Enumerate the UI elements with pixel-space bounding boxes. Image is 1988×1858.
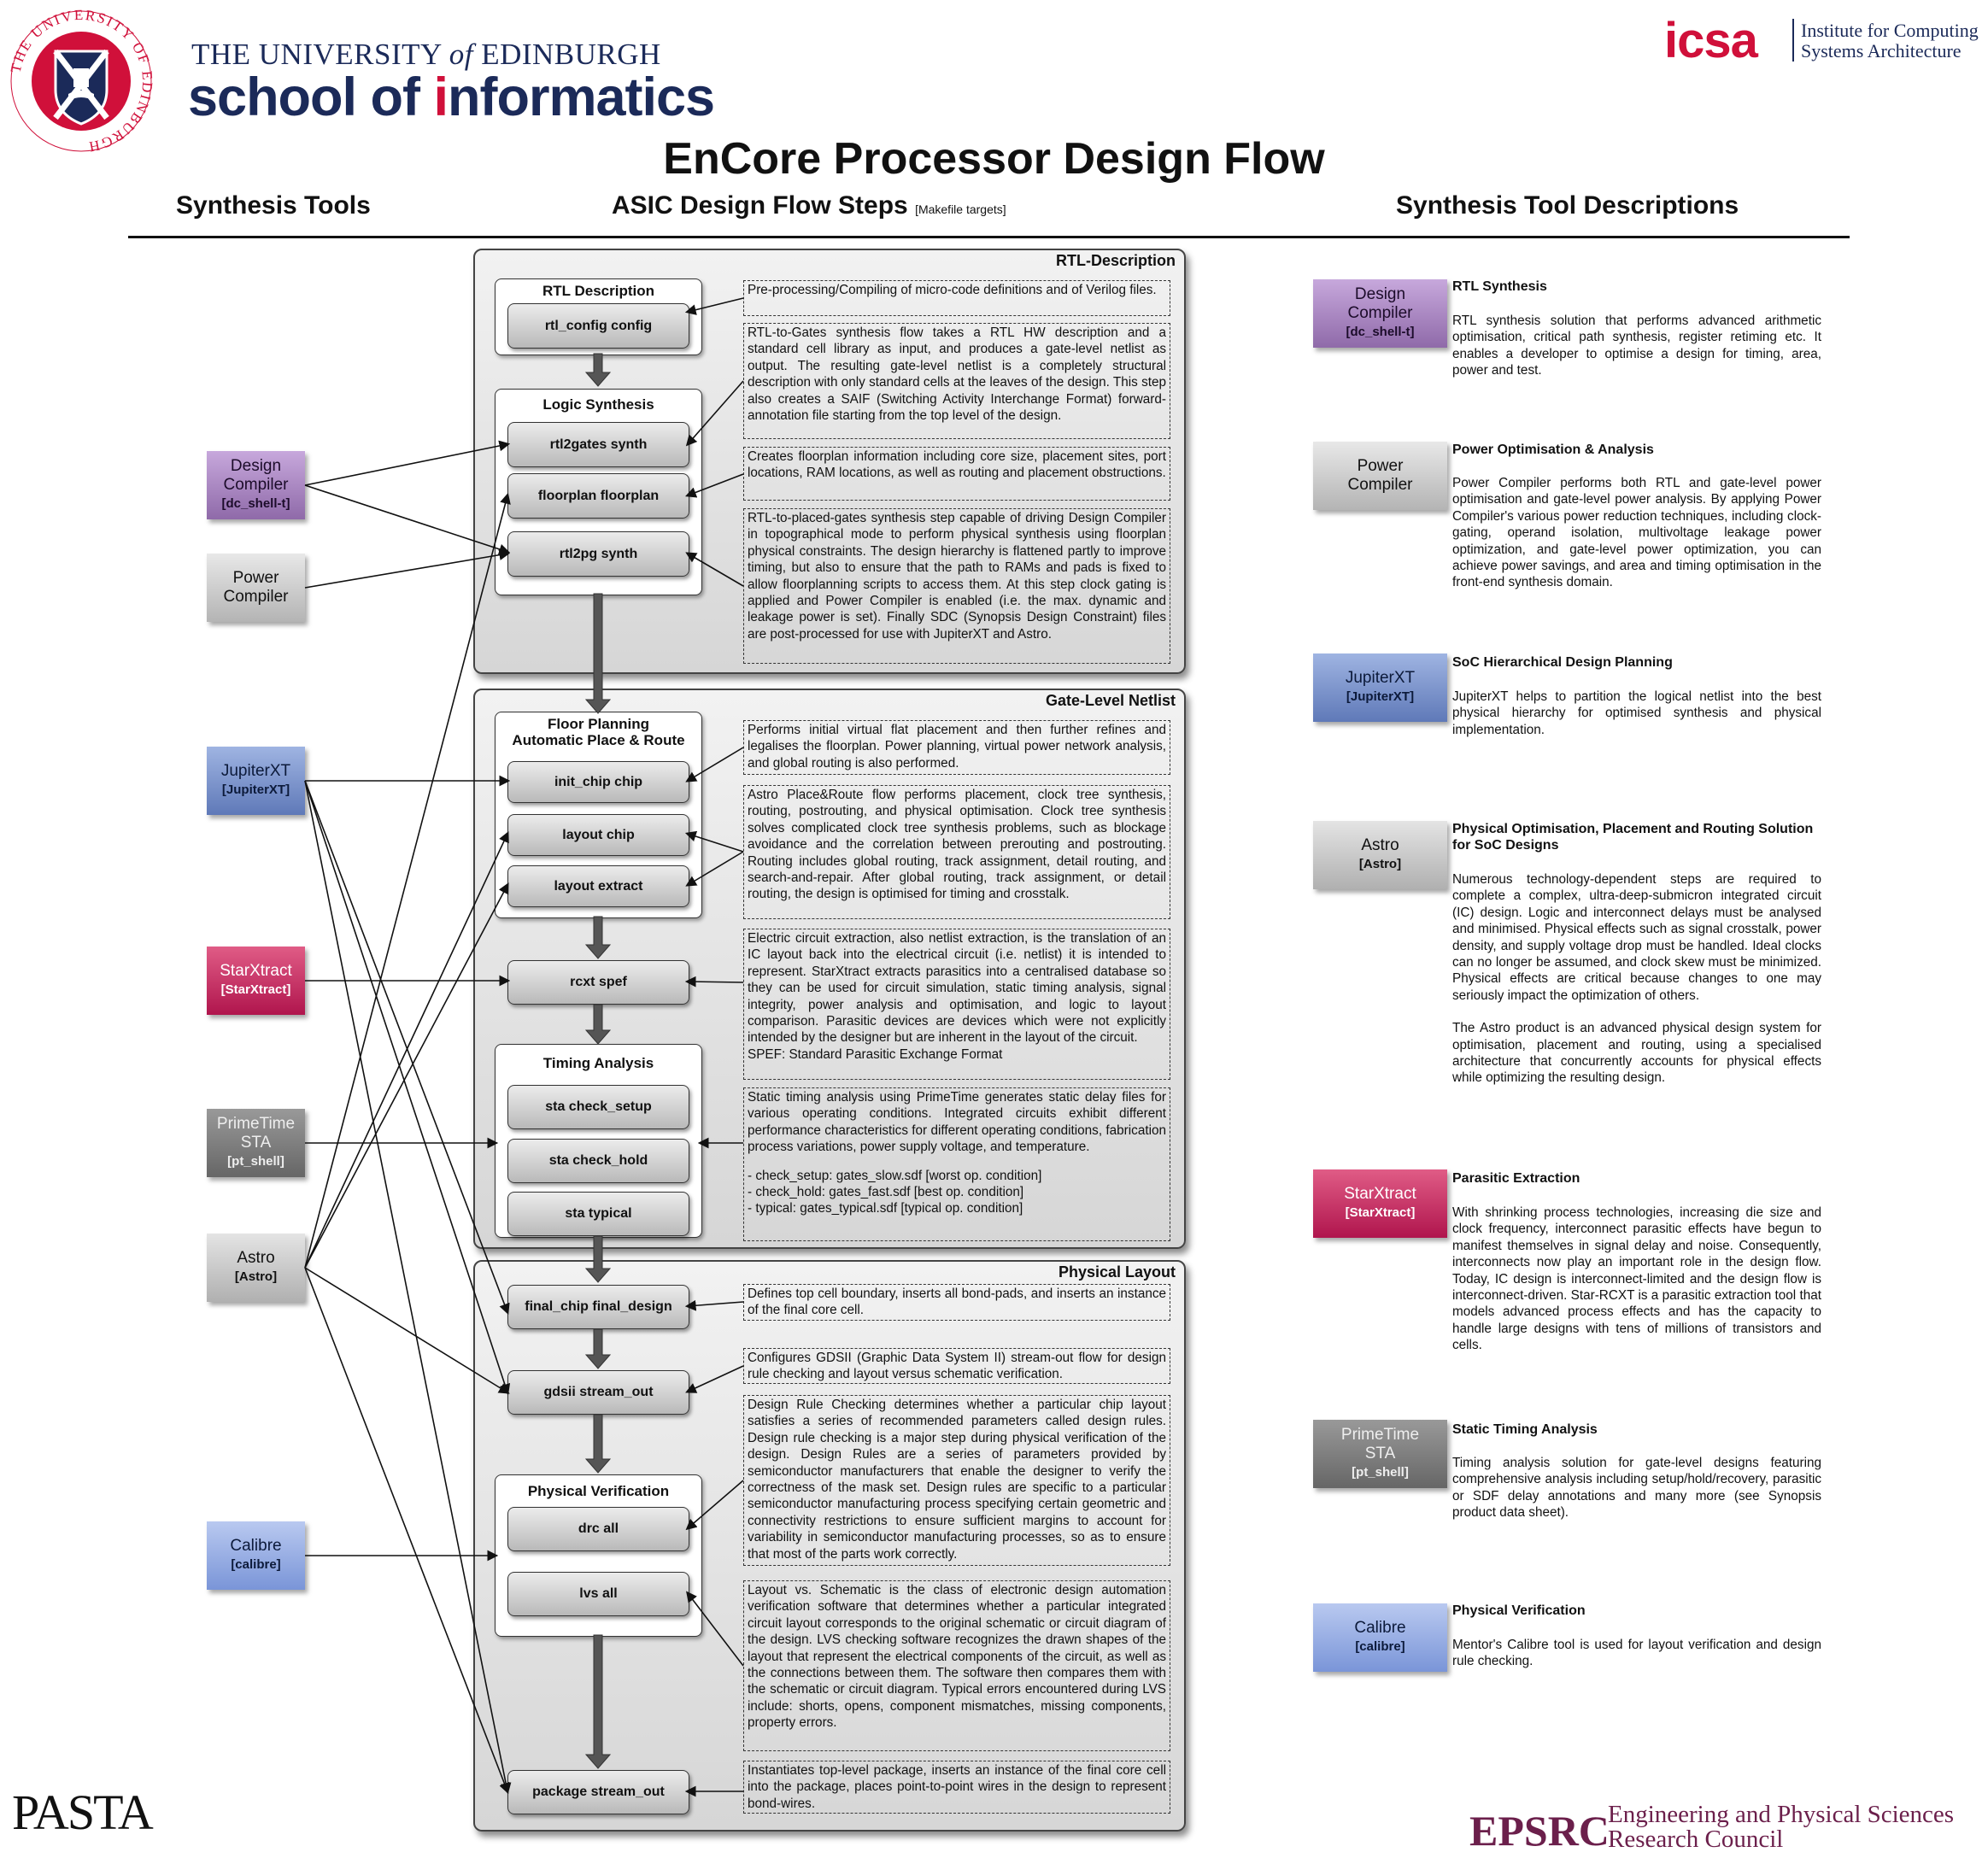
step-description: RTL-to-Gates synthesis flow takes a RTL …	[743, 323, 1170, 439]
tool-description-title: Physical Optimisation, Placement and Rou…	[1452, 822, 1814, 853]
group-title: RTL Description	[542, 283, 654, 299]
tool-description-title: Power Optimisation & Analysis	[1452, 443, 1654, 457]
step-description: Performs initial virtual flat placement …	[743, 720, 1170, 775]
target-lvs-all[interactable]: lvs all	[507, 1572, 689, 1616]
tool-description-title: Parasitic Extraction	[1452, 1171, 1580, 1186]
flow-arrows	[584, 353, 612, 1769]
tool-description-text: Mentor's Calibre tool is used for layout…	[1452, 1638, 1821, 1669]
tool-description-title: Physical Verification	[1452, 1603, 1586, 1618]
tool-jupiterxt: JupiterXT[JupiterXT]	[207, 747, 305, 815]
target-layout-extract[interactable]: layout extract	[507, 865, 689, 907]
target-rtl2pg-synth[interactable]: rtl2pg synth	[507, 531, 689, 577]
group-title: Logic Synthesis	[542, 396, 654, 413]
pasta-logo: PASTA	[12, 1785, 154, 1840]
target-floorplan[interactable]: floorplan floorplan	[507, 473, 689, 519]
university-crest-logo: THE UNIVERSITY OF EDINBURGH	[9, 9, 154, 154]
target-gdsii-stream-out[interactable]: gdsii stream_out	[507, 1370, 689, 1415]
tool-starxtract: StarXtract[StarXtract]	[207, 947, 305, 1015]
target-sta-check-hold[interactable]: sta check_hold	[507, 1139, 689, 1183]
target-sta-check-setup[interactable]: sta check_setup	[507, 1085, 689, 1129]
tool-calibre: Calibre[calibre]	[207, 1521, 305, 1590]
step-description: Instantiates top-level package, inserts …	[743, 1761, 1170, 1814]
tool-description-text: Numerous technology-dependent steps are …	[1452, 872, 1821, 1086]
step-description: Electric circuit extraction, also netlis…	[743, 929, 1170, 1080]
tool-connectors	[304, 440, 512, 1795]
step-description: Layout vs. Schematic is the class of ele…	[743, 1580, 1170, 1751]
step-description: Astro Place&Route flow performs placemen…	[743, 785, 1170, 919]
header-rule	[128, 236, 1850, 238]
section-title: Gate-Level Netlist	[1045, 692, 1176, 709]
icsa-divider	[1792, 19, 1794, 62]
tool-badge-starxtract: StarXtract[StarXtract]	[1313, 1169, 1447, 1238]
tool-description-title: Static Timing Analysis	[1452, 1422, 1598, 1437]
tool-description-text: Power Compiler performs both RTL and gat…	[1452, 476, 1821, 590]
step-description: Configures GDSII (Graphic Data System II…	[743, 1348, 1170, 1384]
tool-description-title: RTL Synthesis	[1452, 279, 1547, 294]
step-description: Static timing analysis using PrimeTime g…	[743, 1087, 1170, 1241]
step-description: Defines top cell boundary, inserts all b…	[743, 1284, 1170, 1321]
epsrc-logo: EPSRC	[1469, 1807, 1610, 1855]
step-description: RTL-to-placed-gates synthesis step capab…	[743, 508, 1170, 664]
section-title: Physical Layout	[1058, 1263, 1176, 1281]
group-title: Physical Verification	[527, 1483, 670, 1499]
section-title: RTL-Description	[1055, 252, 1176, 269]
target-sta-typical[interactable]: sta typical	[507, 1192, 689, 1236]
group-title: Timing Analysis	[542, 1055, 654, 1071]
tool-badge-calibre: Calibre[calibre]	[1313, 1603, 1447, 1672]
tool-description-text: Timing analysis solution for gate-level …	[1452, 1456, 1821, 1521]
target-package-stream-out[interactable]: package stream_out	[507, 1770, 689, 1814]
step-description: Design Rule Checking determines whether …	[743, 1395, 1170, 1566]
tool-badge-astro: Astro[Astro]	[1313, 821, 1447, 889]
page-title: EnCore Processor Design Flow	[663, 134, 1325, 184]
step-description: Creates floorplan information including …	[743, 447, 1170, 501]
tool-description-text: JupiterXT helps to partition the logical…	[1452, 689, 1821, 737]
target-rtl-config[interactable]: rtl_config config	[507, 303, 689, 349]
school-of-informatics-logo: school of informatics	[188, 67, 715, 127]
column-heading-steps: ASIC Design Flow Steps [Makefile targets…	[612, 191, 1006, 220]
target-final-chip[interactable]: final_chip final_design	[507, 1285, 689, 1329]
step-description: Pre-processing/Compiling of micro-code d…	[743, 280, 1170, 316]
target-rtl2gates-synth[interactable]: rtl2gates synth	[507, 422, 689, 467]
tool-astro: Astro[Astro]	[207, 1234, 305, 1302]
university-name: THE UNIVERSITY of EDINBURGH	[191, 38, 661, 71]
target-init-chip[interactable]: init_chip chip	[507, 761, 689, 803]
description-connectors	[684, 297, 744, 1797]
column-heading-descriptions: Synthesis Tool Descriptions	[1396, 191, 1739, 220]
tool-description-text: With shrinking process technologies, inc…	[1452, 1205, 1821, 1353]
column-heading-tools: Synthesis Tools	[176, 191, 371, 220]
tool-badge-jupiterxt: JupiterXT[JupiterXT]	[1313, 654, 1447, 722]
tool-description-title: SoC Hierarchical Design Planning	[1452, 655, 1673, 670]
icsa-logo: icsa	[1664, 13, 1758, 68]
tool-description-text: RTL synthesis solution that performs adv…	[1452, 314, 1821, 378]
target-drc-all[interactable]: drc all	[507, 1507, 689, 1551]
